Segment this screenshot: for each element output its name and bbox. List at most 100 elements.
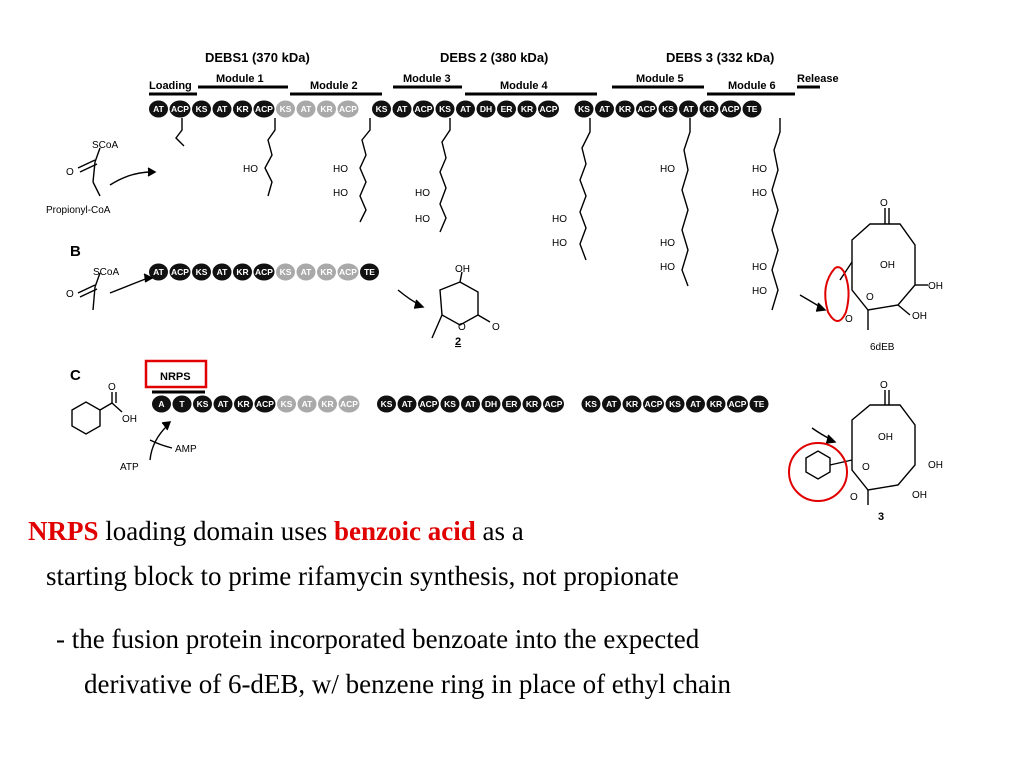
row-c-domain-label-12: ACP: [420, 399, 438, 409]
ho-label-1: HO: [243, 164, 258, 175]
row-c-domain-label-18: ACP: [545, 399, 563, 409]
6deb-ring-oxygen: O: [866, 292, 874, 303]
panel-label-c: C: [70, 367, 81, 384]
ho-label-8: HO: [660, 164, 675, 175]
row-a-domain-24: [679, 100, 698, 118]
row-a-domain-label-18: ACP: [540, 104, 558, 114]
row-c-domain-26: [727, 395, 748, 413]
row-c-domain-2: [193, 395, 212, 413]
compound-3-keto: O: [880, 380, 888, 391]
row-b-domain-label-1: ACP: [171, 267, 189, 277]
label-module-6: Module 6: [728, 80, 776, 92]
row-c-domain-label-21: KR: [626, 399, 638, 409]
ho-label-7: HO: [552, 238, 567, 249]
row-c-domain-label-3: AT: [218, 399, 230, 409]
row-c-domain-label-2: KS: [197, 399, 209, 409]
row-c-domain-15: [481, 395, 501, 413]
compound-2-structure: [397, 271, 491, 339]
compound-3-label: 3: [878, 511, 884, 520]
row-a-domain-label-10: KS: [376, 104, 388, 114]
row-a-domain-label-13: KS: [439, 104, 451, 114]
row-a-domain-label-2: KS: [196, 104, 208, 114]
6deb-oh-3: OH: [912, 311, 927, 322]
row-a-domain-label-9: ACP: [339, 104, 357, 114]
row-b-domain-label-8: KR: [320, 267, 332, 277]
caption-text-2: as a: [475, 516, 524, 546]
compound-3-lactone-oxygen: O: [850, 492, 858, 503]
row-b-domain-label-2: KS: [196, 267, 208, 277]
header-debs3: DEBS 3 (332 kDa): [666, 50, 774, 65]
row-c-domain-11: [397, 395, 417, 413]
6deb-oh-2: OH: [928, 281, 943, 292]
row-a-domain-label-14: AT: [460, 104, 472, 114]
row-a-domain-label-11: AT: [397, 104, 409, 114]
caption-line-1: NRPS loading domain uses benzoic acid as…: [28, 516, 524, 547]
compound-3-ring-oxygen: O: [862, 462, 870, 473]
row-b-domain-label-3: AT: [217, 267, 229, 277]
label-module-3: Module 3: [403, 73, 451, 85]
row-a-domain-label-3: AT: [217, 104, 229, 114]
row-c-domain-label-0: A: [158, 399, 164, 409]
propionyl-coa-label: Propionyl-CoA: [46, 205, 111, 216]
row-c-domain-label-5: ACP: [256, 399, 274, 409]
row-a-domain-label-1: ACP: [171, 104, 189, 114]
row-c-domain-label-26: ACP: [729, 399, 747, 409]
row-b-domain-label-4: KR: [236, 267, 248, 277]
row-a-domain-label-21: KR: [619, 104, 631, 114]
bullet-line-1: - the fusion protein incorporated benzoa…: [56, 624, 700, 654]
benzoic-acid-structure: [71, 392, 173, 461]
row-a-domain-19: [574, 100, 594, 118]
row-b-domain-5: [253, 263, 275, 281]
row-b-domain-10: [360, 263, 379, 281]
row-b-domain-label-9: ACP: [339, 267, 357, 277]
6deb-keto-oxygen: O: [880, 198, 888, 209]
row-a-domain-8: [317, 100, 336, 118]
ho-label-14: HO: [752, 286, 767, 297]
row-a-domain-label-26: ACP: [722, 104, 740, 114]
6deb-structure: [799, 208, 928, 330]
caption-nrps: NRPS: [28, 516, 99, 546]
compound-3-oh-2: OH: [928, 460, 943, 471]
compound-3-structure: [805, 390, 916, 505]
row-c-domain-27: [749, 395, 769, 413]
row-a-domain-25: [699, 100, 719, 118]
pks-diagram: DEBS1 (370 kDa) DEBS 2 (380 kDa) DEBS 3 …: [46, 50, 943, 520]
6deb-lactone-oxygen: O: [845, 314, 853, 325]
row-a-domain-label-0: AT: [153, 104, 165, 114]
red-circle-ethyl: [824, 266, 850, 322]
acyl-chains: [175, 118, 781, 311]
row-a-domain-10: [372, 100, 391, 118]
row-c-domain-16: [502, 395, 521, 413]
propionyl-coa-b: [77, 272, 154, 311]
row-a-domain-26: [720, 100, 741, 118]
row-c-domain-label-25: KR: [710, 399, 722, 409]
scoa-label-b: SCoA: [93, 267, 119, 278]
row-c-domain-19: [581, 395, 601, 413]
label-module-4: Module 4: [500, 80, 549, 92]
row-c-domain-label-11: AT: [402, 399, 414, 409]
row-c-domain-label-15: DH: [485, 399, 497, 409]
row-c-domain-1: [172, 395, 192, 413]
row-a-domain-label-24: AT: [683, 104, 695, 114]
row-a-domain-11: [392, 100, 412, 118]
row-c-domain-23: [665, 395, 685, 413]
row-b-domain-label-6: KS: [280, 267, 292, 277]
row-c-domain-label-6: KS: [281, 399, 293, 409]
ho-label-2: HO: [333, 164, 348, 175]
row-a-domain-21: [615, 100, 635, 118]
oxygen-label-a: O: [66, 167, 74, 178]
row-c-domain-label-4: KR: [237, 399, 249, 409]
row-a-domain-label-8: KR: [320, 104, 332, 114]
row-b-domain-0: [149, 263, 168, 281]
row-c-domain-label-9: ACP: [340, 399, 358, 409]
row-b-domain-label-10: TE: [364, 267, 375, 277]
row-a-domain-13: [435, 100, 455, 118]
oxygen-label-b: O: [66, 289, 74, 300]
row-b-domain-label-5: ACP: [255, 267, 273, 277]
header-debs1: DEBS1 (370 kDa): [205, 50, 310, 65]
row-a-domain-1: [169, 100, 191, 118]
row-c-domain-label-24: AT: [690, 399, 702, 409]
row-c-domain-label-1: T: [179, 399, 185, 409]
